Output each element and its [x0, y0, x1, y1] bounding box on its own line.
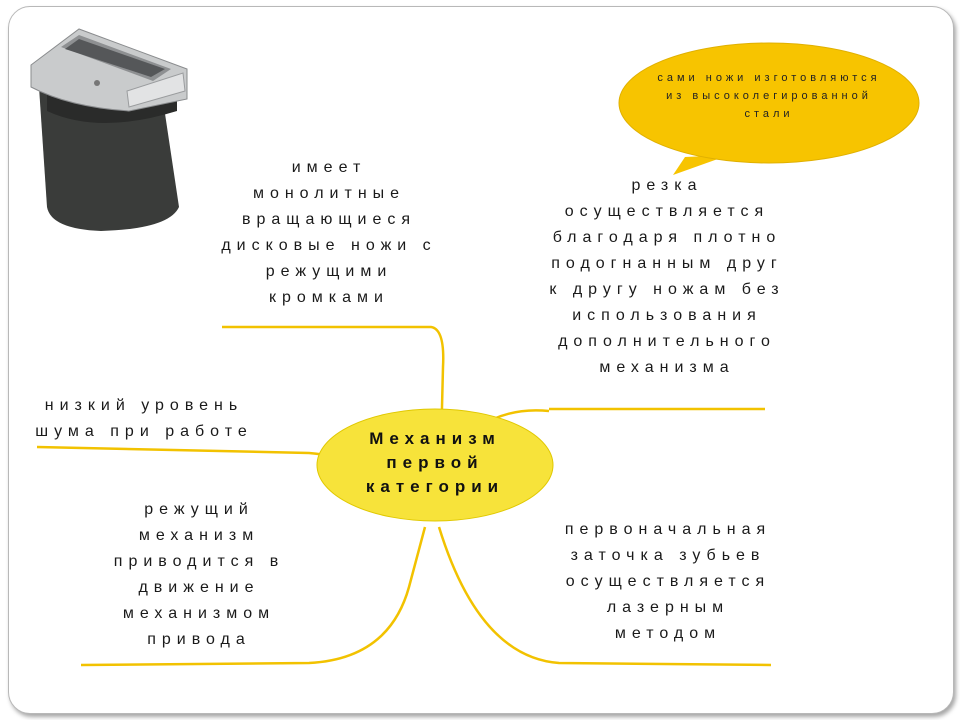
branch-bottom-right: первоначальная заточка зубьев осуществля… — [564, 521, 772, 642]
branch-bottom-left: режущий механизм приводится в движение м… — [113, 501, 285, 648]
callout-text: сами ножи изготовляются из высоколегиров… — [657, 72, 881, 120]
branch-mid-left: низкий уровень шума при работе — [35, 397, 253, 440]
center-node-label: Механизм первой категории — [365, 429, 505, 496]
callout-bubble — [618, 42, 920, 175]
shredder-image — [30, 28, 188, 231]
branch-top-right: резка осуществляется благодаря плотно по… — [549, 177, 785, 376]
center-node — [316, 408, 554, 522]
branch-top-left: имеет монолитные вращающиеся дисковые но… — [221, 159, 437, 306]
slide: сами ножи изготовляются из высоколегиров… — [8, 6, 954, 714]
mindmap-links — [30, 28, 920, 667]
